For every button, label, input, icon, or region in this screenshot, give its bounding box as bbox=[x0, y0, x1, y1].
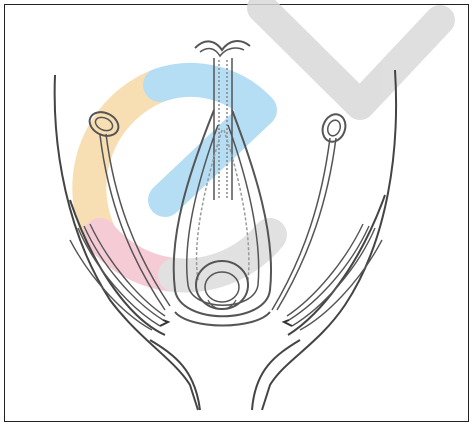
ovary-base bbox=[175, 312, 270, 326]
watermark-chevron bbox=[262, 8, 440, 105]
anther-right bbox=[319, 111, 349, 145]
watermark-arc-gray bbox=[175, 235, 270, 275]
watermark-arc-yellow bbox=[89, 85, 160, 235]
receptacle-inner-right bbox=[288, 195, 385, 335]
petal-right bbox=[284, 224, 382, 330]
watermark-arc-blue bbox=[160, 80, 260, 200]
watermark-logo bbox=[89, 8, 440, 275]
stamen-right bbox=[272, 111, 349, 310]
